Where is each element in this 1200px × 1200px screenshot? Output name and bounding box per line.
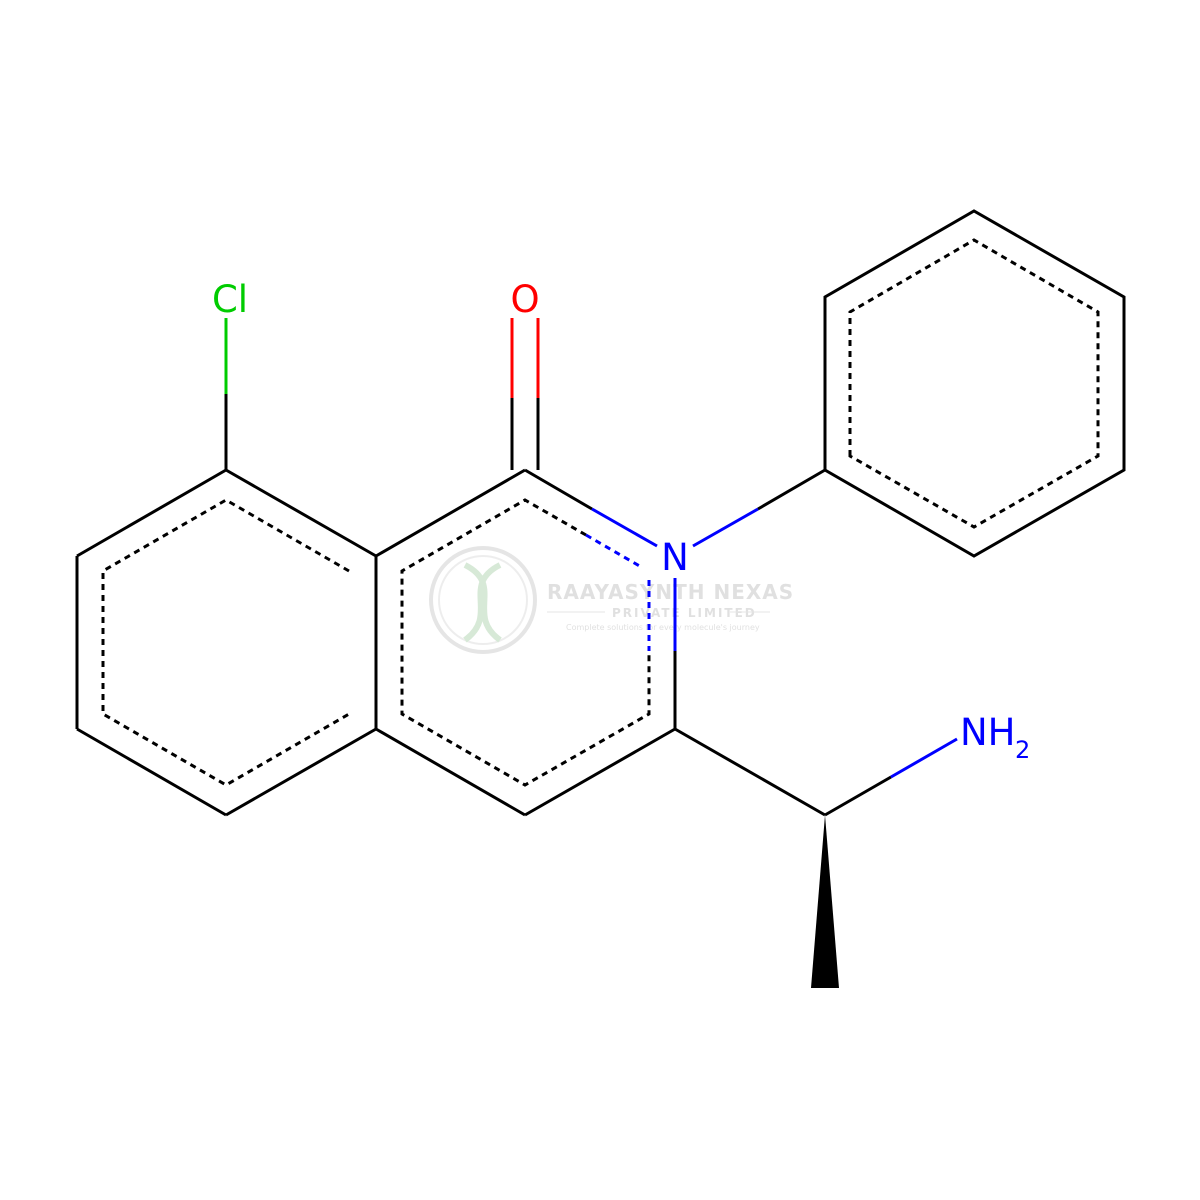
benzo-ring <box>75 468 378 817</box>
aromatic-inner-pyridinone-black <box>400 498 651 787</box>
atom-label-amine: NH <box>960 711 1016 754</box>
watermark-logo-ring-inner <box>438 555 528 645</box>
phenyl-ring <box>692 209 1126 558</box>
aromatic-inner-c1-n2-blue <box>585 533 644 570</box>
dna-helix-icon <box>463 562 502 643</box>
atom-label-chlorine: Cl <box>212 278 248 321</box>
bond-c4-c4a <box>375 727 526 817</box>
bond-c7-c8 <box>76 468 227 558</box>
pyridinone-ring <box>375 468 677 817</box>
phenyl-aromatic-inner <box>848 238 1100 529</box>
bond-chiral-c-n-blue <box>890 737 958 779</box>
stereo-wedge-bond <box>811 815 839 988</box>
bond-c3-chiral-c <box>674 727 826 817</box>
bond-c1-n2-blue <box>591 507 658 548</box>
bond-n2-phenyl-blue <box>692 507 759 548</box>
atom-label-ring-nitrogen: N <box>661 536 689 579</box>
watermark-logo-ring <box>429 546 537 654</box>
atom-label-oxygen: O <box>510 278 539 321</box>
phenyl-outer <box>823 209 1126 558</box>
atom-label-amine-subscript: 2 <box>1015 736 1030 764</box>
watermark-company: RAAYASYNTH NEXAS <box>547 580 794 604</box>
bond-c4a-c5 <box>225 727 377 817</box>
bond-chiral-c-n-black <box>824 775 892 817</box>
watermark-subtitle: PRIVATE LIMITED <box>612 606 757 620</box>
bond-c8a-c1 <box>375 468 526 558</box>
bond-c3-c4 <box>524 727 676 817</box>
amine-main-text: NH <box>960 711 1016 754</box>
watermark: RAAYASYNTH NEXAS PRIVATE LIMITED Complet… <box>429 546 794 654</box>
bond-c5-c6 <box>76 727 227 817</box>
watermark-tagline: Complete solutions for every molecule's … <box>566 623 760 632</box>
bond-n2-phenyl-black <box>757 468 826 511</box>
bond-c8-c8a <box>225 468 377 558</box>
aromatic-inner-benzo-top <box>101 498 350 787</box>
carbonyl-group <box>510 318 540 470</box>
aminoethyl-side-chain <box>674 727 958 988</box>
bond-c1-n2-black <box>524 468 593 511</box>
